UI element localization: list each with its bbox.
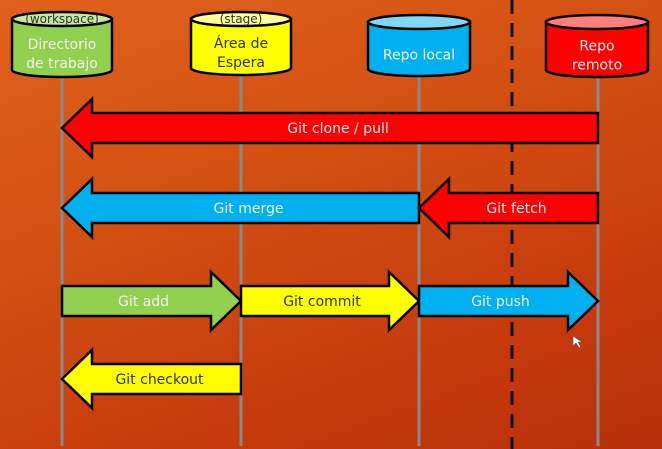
nodes: (workspace) Directorio de trabajo (stage) Ár…	[10, 10, 650, 79]
arrow-shape	[60, 347, 243, 411]
node-workspace: (workspace) Directorio de trabajo	[10, 10, 114, 79]
arrow-shape	[60, 96, 600, 160]
cylinder-top	[544, 13, 650, 31]
node-label: Directorio	[28, 37, 97, 53]
node-label: remoto	[572, 58, 622, 74]
arrow-add: Git add	[60, 269, 243, 333]
arrow-push: Git push	[417, 269, 600, 333]
arrow-fetch: Git fetch	[417, 176, 600, 240]
arrow-label: Git merge	[214, 201, 284, 217]
arrow-shape	[60, 176, 421, 240]
node-label: Repo	[579, 39, 614, 55]
arrow-merge: Git merge	[60, 176, 421, 240]
arrow-label: Git add	[118, 294, 169, 310]
node-label: de trabajo	[26, 56, 98, 72]
arrow-label: Git clone / pull	[287, 121, 388, 137]
arrow-shape	[60, 269, 243, 333]
node-tag: (stage)	[220, 12, 263, 26]
node-label: Espera	[217, 55, 265, 71]
arrow-commit: Git commit	[239, 269, 421, 333]
node-stage: (stage) Área de Espera	[189, 10, 293, 77]
cylinder-body	[10, 17, 114, 79]
arrow-label: Git fetch	[486, 201, 546, 217]
cylinder-body	[366, 20, 472, 78]
node-label: Repo local	[383, 48, 455, 64]
arrow-shape	[239, 269, 421, 333]
node-remote: Repo remoto	[544, 13, 650, 79]
node-local: Repo local	[366, 13, 472, 78]
node-label: Área de	[214, 35, 268, 52]
cylinder-top	[189, 10, 293, 28]
cylinder-top	[10, 10, 114, 28]
arrow-clone-pull: Git clone / pull	[60, 96, 600, 160]
node-tag: (workspace)	[25, 12, 99, 26]
arrow-checkout: Git checkout	[60, 347, 243, 411]
arrow-label: Git commit	[283, 294, 361, 310]
arrow-shape	[417, 269, 600, 333]
cylinder-body	[189, 17, 293, 77]
cylinder-top	[366, 13, 472, 31]
arrow-label: Git checkout	[115, 372, 204, 388]
mouse-cursor-icon	[572, 335, 583, 349]
cylinder-body	[544, 20, 650, 79]
arrow-shape	[417, 176, 600, 240]
arrow-label: Git push	[471, 294, 530, 310]
